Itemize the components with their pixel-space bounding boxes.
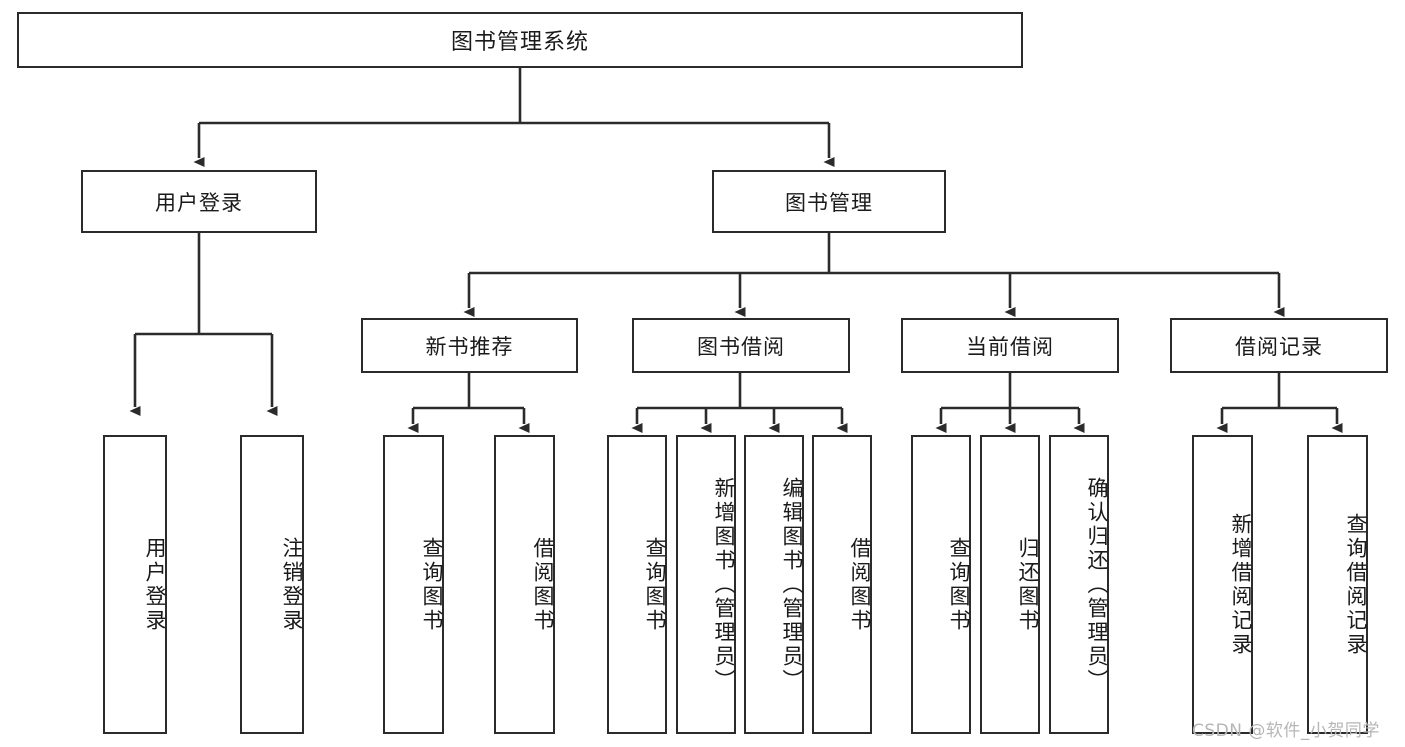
node-user-login[interactable]: 用户登录 xyxy=(81,170,317,233)
node-label: 新增借阅记录 xyxy=(1229,512,1253,657)
node-label: 借阅记录 xyxy=(1235,334,1323,359)
node-label: 归还图书 xyxy=(1016,536,1040,633)
node-label: 用户登录 xyxy=(155,190,243,215)
node-label: 新增图书（管理员） xyxy=(712,476,736,693)
node-label: 查询借阅记录 xyxy=(1344,512,1368,657)
leaf-user-login-logout[interactable]: 注销登录 xyxy=(240,435,304,734)
node-label: 图书管理系统 xyxy=(450,30,589,55)
node-label: 当前借阅 xyxy=(966,334,1054,359)
leaf-book-borrow-add-book-admin[interactable]: 新增图书（管理员） xyxy=(676,435,736,734)
node-label: 借阅图书 xyxy=(531,536,555,633)
leaf-book-borrow-edit-book-admin[interactable]: 编辑图书（管理员） xyxy=(744,435,804,734)
node-label: 用户登录 xyxy=(143,536,167,633)
node-book-borrowing[interactable]: 图书借阅 xyxy=(632,318,850,373)
node-label: 查询图书 xyxy=(420,536,444,633)
leaf-user-login-login[interactable]: 用户登录 xyxy=(103,435,167,734)
node-label: 编辑图书（管理员） xyxy=(780,476,804,693)
node-label: 借阅图书 xyxy=(848,536,872,633)
csdn-watermark: CSDN @软件_小贺同学 xyxy=(1192,721,1380,741)
leaf-borrow-record-add-record[interactable]: 新增借阅记录 xyxy=(1192,435,1253,734)
leaf-book-borrow-query-book[interactable]: 查询图书 xyxy=(607,435,667,734)
node-root-book-management-system[interactable]: 图书管理系统 xyxy=(17,12,1023,68)
node-label: 新书推荐 xyxy=(425,334,514,359)
leaf-book-borrow-borrow-book[interactable]: 借阅图书 xyxy=(812,435,872,734)
node-current-borrowing[interactable]: 当前借阅 xyxy=(901,318,1119,373)
leaf-current-borrow-confirm-return-admin[interactable]: 确认归还（管理员） xyxy=(1049,435,1109,734)
node-borrowing-record[interactable]: 借阅记录 xyxy=(1170,318,1388,373)
node-new-book-recommendation[interactable]: 新书推荐 xyxy=(361,318,578,373)
node-label: 图书借阅 xyxy=(697,334,785,359)
leaf-current-borrow-query-book[interactable]: 查询图书 xyxy=(911,435,971,734)
leaf-current-borrow-return-book[interactable]: 归还图书 xyxy=(980,435,1040,734)
leaf-new-book-borrow-book[interactable]: 借阅图书 xyxy=(494,435,555,734)
node-label: 查询图书 xyxy=(643,536,667,633)
leaf-new-book-query-book[interactable]: 查询图书 xyxy=(383,435,444,734)
node-book-management[interactable]: 图书管理 xyxy=(712,170,946,233)
node-label: 确认归还（管理员） xyxy=(1085,476,1109,693)
leaf-borrow-record-query-record[interactable]: 查询借阅记录 xyxy=(1307,435,1368,734)
node-label: 图书管理 xyxy=(785,190,873,215)
node-label: 注销登录 xyxy=(280,536,304,633)
node-label: 查询图书 xyxy=(947,536,971,633)
